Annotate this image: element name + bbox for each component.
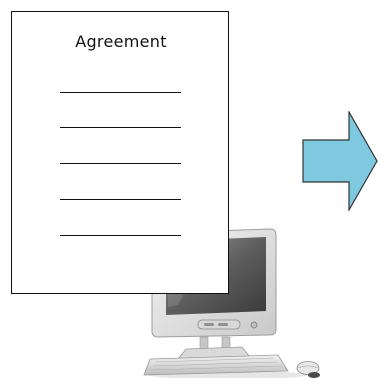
right-arrow-icon xyxy=(302,111,378,211)
document-text-line xyxy=(60,163,181,164)
agreement-document: Agreement xyxy=(11,11,229,294)
document-title: Agreement xyxy=(12,32,230,51)
document-text-line xyxy=(60,127,181,128)
document-text-line xyxy=(60,235,181,236)
document-text-line xyxy=(60,199,181,200)
document-text-line xyxy=(60,92,181,93)
